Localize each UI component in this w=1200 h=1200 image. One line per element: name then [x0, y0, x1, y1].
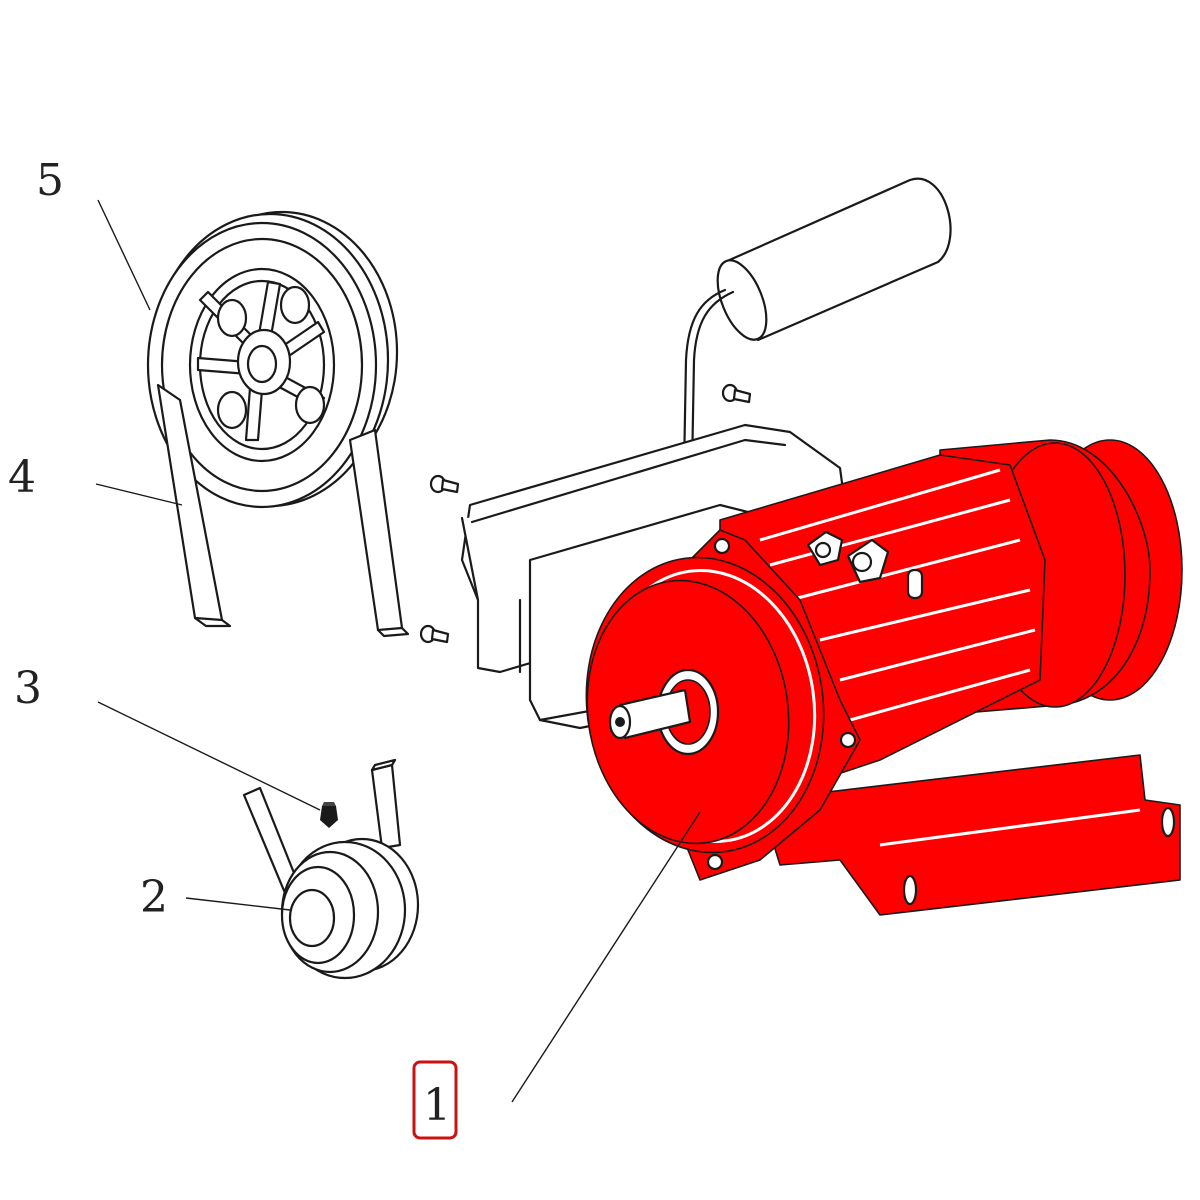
callout-4: 4 — [8, 452, 36, 503]
v-belt — [156, 383, 410, 638]
set-screw — [320, 802, 338, 828]
terminal-screws — [419, 383, 752, 644]
lifting-lug — [806, 530, 890, 584]
large-pulley — [146, 210, 399, 509]
small-pulley — [242, 758, 420, 980]
callout-5: 5 — [36, 155, 64, 206]
callout-1: 1 — [423, 1080, 451, 1131]
callout-labels: 5 4 3 2 1 — [8, 155, 458, 1140]
callout-1-highlight-box — [412, 1060, 458, 1140]
electric-motor — [585, 439, 1183, 916]
callout-2: 2 — [140, 872, 168, 923]
callout-3: 3 — [14, 663, 42, 714]
capacitor — [646, 177, 952, 518]
leader-lines — [95, 199, 701, 1103]
